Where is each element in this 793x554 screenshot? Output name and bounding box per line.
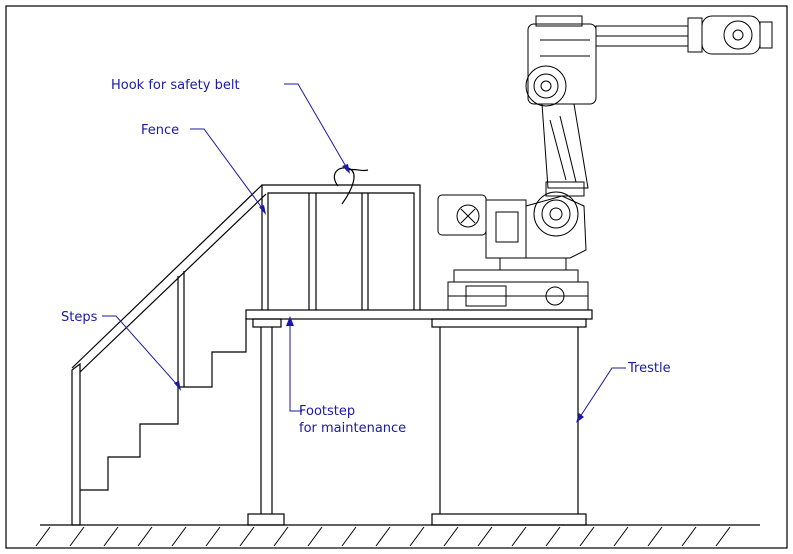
ground-hatch <box>375 526 391 547</box>
label-footstep-line1: Footstep <box>299 404 355 419</box>
ground-hatch <box>205 526 221 547</box>
ground-hatch <box>69 526 85 547</box>
label-hook-for-safety-belt: Hook for safety belt <box>111 78 240 93</box>
ground-hatch <box>647 526 663 547</box>
robot-arm <box>437 15 773 311</box>
label-trestle: Trestle <box>627 361 671 376</box>
label-steps: Steps <box>61 310 98 325</box>
ground-hatch <box>545 526 561 547</box>
ground-hatch <box>409 526 425 547</box>
trestle <box>431 318 587 526</box>
platform <box>245 309 593 526</box>
annotations: Hook for safety belt Fence Steps Footste… <box>61 78 671 436</box>
ground-hatch <box>477 526 493 547</box>
ground-hatch <box>613 526 629 547</box>
ground-hatch <box>103 526 119 547</box>
ground-hatch <box>273 526 289 547</box>
label-footstep-line2: for maintenance <box>299 421 406 436</box>
drawing-border <box>5 5 788 549</box>
ground-hatch <box>511 526 527 547</box>
ground <box>35 524 760 547</box>
steps-structure <box>71 184 267 526</box>
ground-hatch <box>341 526 357 547</box>
ground-hatch <box>137 526 153 547</box>
ground-hatch <box>579 526 595 547</box>
ground-hatch <box>171 526 187 547</box>
ground-hatch <box>443 526 459 547</box>
label-fence: Fence <box>141 123 179 138</box>
ground-hatch <box>715 526 731 547</box>
fence <box>261 167 421 310</box>
ground-hatch <box>239 526 255 547</box>
ground-hatch <box>681 526 697 547</box>
ground-hatch <box>307 526 323 547</box>
ground-hatch <box>35 526 51 547</box>
